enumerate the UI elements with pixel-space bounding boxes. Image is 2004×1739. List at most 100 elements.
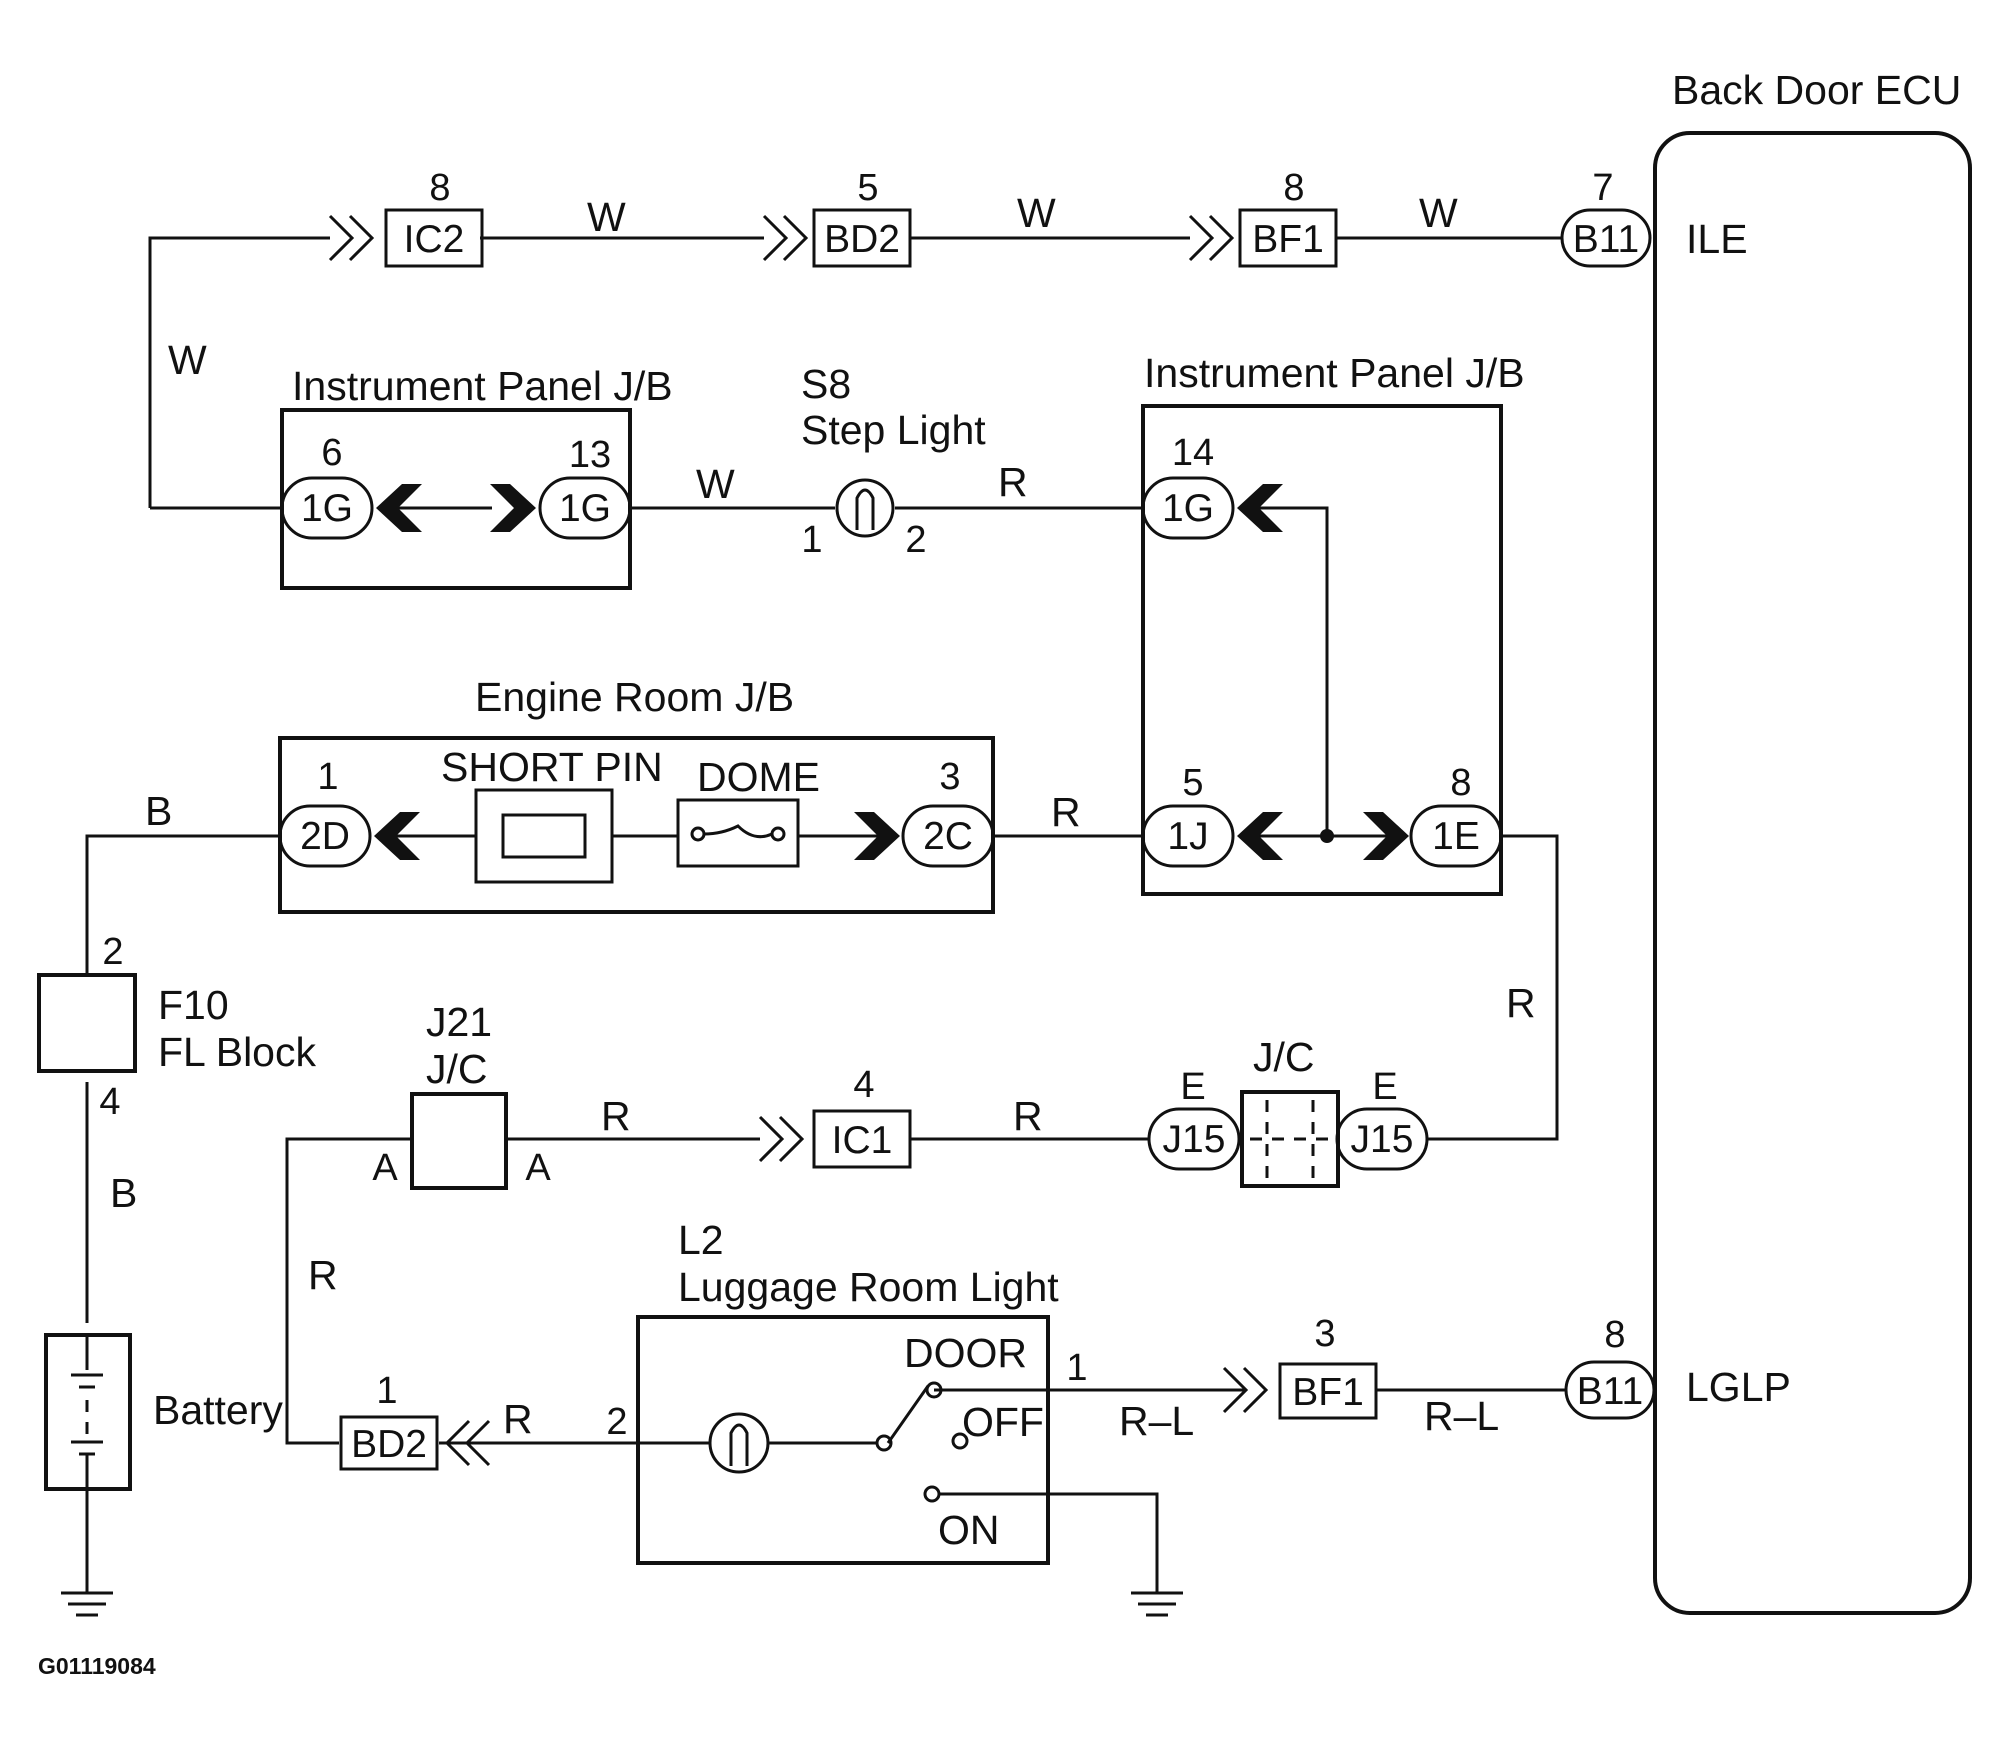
- 1e-pin: 8: [1450, 762, 1471, 804]
- fuse-pin-top: 2: [102, 931, 123, 973]
- wire-label-b-mid: B: [110, 1170, 137, 1216]
- step-light-id: S8: [801, 361, 851, 407]
- b11-top-pin: 7: [1592, 167, 1613, 209]
- wire-label-r-step: R: [998, 459, 1028, 505]
- 1g-right-arrow: [1237, 484, 1283, 532]
- 2d-code: 2D: [300, 815, 350, 858]
- b11-top-connector: [1560, 208, 1652, 268]
- luggage-pin-1: 1: [1066, 1347, 1087, 1389]
- step-light-bulb: [835, 478, 895, 538]
- switch-door-label: DOOR: [904, 1330, 1027, 1376]
- 1g-right-pin: 14: [1172, 432, 1214, 474]
- switch-pivot: [875, 1434, 893, 1452]
- 1e-code: 1E: [1432, 815, 1480, 858]
- 1j-arrow: [1237, 812, 1283, 860]
- ic1-pin: 4: [853, 1064, 874, 1106]
- wire-label-r-bd2: R: [503, 1396, 533, 1442]
- j21-jc-box: [410, 1092, 508, 1190]
- back-door-ecu-title: Back Door ECU: [1672, 67, 1961, 113]
- ic1-code: IC1: [832, 1119, 893, 1162]
- short-pin-inner: [501, 813, 587, 859]
- short-pin-outer: [474, 788, 614, 884]
- luggage-light-id: L2: [678, 1217, 724, 1263]
- ic1-chevron: [758, 1115, 805, 1163]
- ip-jb-right-box: [1141, 404, 1503, 896]
- 1e-arrow: [1363, 812, 1409, 860]
- j15-right-connector: [1335, 1107, 1429, 1171]
- j15-left-connector: [1147, 1107, 1241, 1171]
- wire-label-r-ic1: R: [1013, 1093, 1043, 1139]
- luggage-light-box: [636, 1315, 1050, 1565]
- 2c-code: 2C: [923, 815, 973, 858]
- 1j-pin: 5: [1182, 762, 1203, 804]
- j21-pin-a-left: A: [372, 1147, 398, 1189]
- j15-left-pin: E: [1180, 1066, 1205, 1108]
- bd2-bottom-pin: 1: [376, 1370, 397, 1412]
- 2d-arrow: [374, 812, 420, 860]
- dome-fuse-terminal-left: [690, 826, 706, 842]
- 2c-pin: 3: [939, 756, 960, 798]
- b11-bottom-code: B11: [1577, 1370, 1644, 1413]
- step-light-filament: [855, 488, 875, 530]
- switch-on-ground-wire: [939, 1492, 1159, 1593]
- wire-label-rl-2: R–L: [1424, 1393, 1499, 1439]
- 2c-arrow: [854, 812, 900, 860]
- engine-room-jb-title: Engine Room J/B: [475, 674, 794, 720]
- step-light-pin-1: 1: [801, 519, 822, 561]
- bd2-bottom-chevron: [444, 1419, 491, 1467]
- dome-label: DOME: [697, 754, 820, 800]
- dome-fuse-box: [676, 798, 800, 868]
- luggage-light-wiring: [439, 1385, 1244, 1445]
- ecu-pin-ile: ILE: [1686, 216, 1748, 262]
- j15-jc-dashes: [1250, 1100, 1330, 1180]
- switch-door-contact: [925, 1381, 943, 1399]
- j15-left-code: J15: [1163, 1118, 1226, 1161]
- j15-right-pin: E: [1372, 1066, 1397, 1108]
- fuse-id: F10: [158, 982, 229, 1028]
- ip-jb-right-title: Instrument Panel J/B: [1144, 350, 1525, 396]
- bd2-top-code: BD2: [824, 218, 900, 261]
- ip-jb-right-internal: [1256, 506, 1396, 838]
- luggage-light-bulb: [708, 1412, 770, 1474]
- 1g-left-b-pin: 13: [569, 434, 611, 476]
- dome-fuse-element: [703, 824, 773, 839]
- step-light-name: Step Light: [801, 407, 986, 453]
- battery-ground-icon: [61, 1591, 113, 1617]
- b11-bottom-connector: [1564, 1360, 1656, 1420]
- 1g-left-a-pin: 6: [321, 432, 342, 474]
- bf1-bottom-code: BF1: [1292, 1371, 1364, 1414]
- b11-top-code: B11: [1573, 218, 1640, 261]
- switch-off-contact: [951, 1432, 969, 1450]
- ic2-code: IC2: [404, 218, 465, 261]
- luggage-ground-icon: [1131, 1591, 1183, 1617]
- battery-label: Battery: [153, 1387, 283, 1433]
- bf1-bottom-chevron: [1222, 1366, 1269, 1414]
- switch-on-contact: [923, 1485, 941, 1503]
- switch-off-label: OFF: [962, 1399, 1044, 1445]
- bd2-bottom-connector: [339, 1415, 439, 1471]
- figure-id: G01119084: [38, 1653, 156, 1679]
- step-light-pin-2: 2: [905, 519, 926, 561]
- luggage-light-filament: [729, 1423, 749, 1466]
- wire-r-left: [285, 1137, 760, 1445]
- b11-bottom-pin: 8: [1604, 1314, 1625, 1356]
- wire-label-b-top: B: [145, 788, 172, 834]
- wire-top-w: [148, 236, 1562, 508]
- wire-label-w2: W: [587, 194, 626, 240]
- j15-jc-name: J/C: [1253, 1034, 1315, 1080]
- ic2-chevron: [328, 214, 375, 262]
- wire-label-r-er: R: [1051, 789, 1081, 835]
- battery-cells: [71, 1335, 103, 1489]
- wire-label-r-left: R: [308, 1252, 338, 1298]
- engine-room-jb-box: [278, 736, 995, 914]
- ecu-pin-lglp: LGLP: [1686, 1364, 1791, 1410]
- 1g-left-b-arrow: [490, 484, 536, 532]
- 2d-pin: 1: [317, 756, 338, 798]
- 1g-left-b-code: 1G: [559, 487, 611, 530]
- fuse-f10-box: [37, 973, 137, 1073]
- 1g-left-a-connector: [280, 476, 374, 540]
- wire-label-r-right: R: [1506, 980, 1536, 1026]
- luggage-pin-2: 2: [606, 1401, 627, 1443]
- bd2-top-connector: [812, 208, 912, 268]
